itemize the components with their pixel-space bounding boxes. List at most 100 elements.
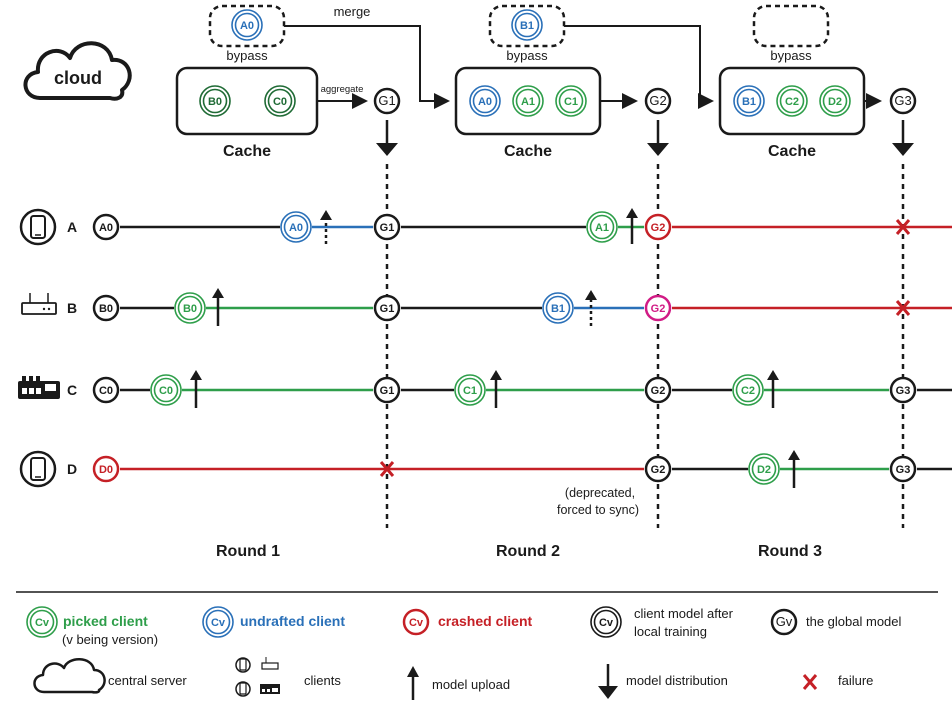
- round-label-2: Round 2: [496, 543, 560, 560]
- upload-arrows: [190, 208, 800, 488]
- bypass-label-3: bypass: [770, 48, 812, 63]
- legend-node-crashed: Cv: [402, 608, 430, 636]
- cloud-label: cloud: [54, 68, 102, 88]
- start-node-a0-label: A0: [99, 222, 113, 234]
- legend-after-training-2: local training: [634, 624, 707, 639]
- legend-node-crashed-label: Cv: [409, 617, 424, 629]
- aggregate-label: aggregate: [321, 84, 364, 95]
- d-node-g3-label: G3: [896, 464, 911, 476]
- c-node-g3: G3: [889, 376, 917, 404]
- global-node-g3-label: G3: [894, 93, 911, 108]
- cache1-node-b0: B0: [199, 85, 231, 117]
- client-label-c: C: [67, 382, 77, 398]
- c-node-g3-label: G3: [896, 385, 911, 397]
- client-label-b: B: [67, 300, 77, 316]
- start-node-c0-label: C0: [99, 385, 113, 397]
- legend-node-picked-label: Cv: [35, 617, 50, 629]
- round-boundaries: [385, 164, 905, 528]
- cache-label-1: Cache: [223, 143, 271, 160]
- d-node-d2: D2: [748, 453, 780, 485]
- distribution-arrow-icon: [598, 664, 618, 699]
- deprecated-note-line1: (deprecated,: [565, 486, 635, 500]
- cache2-node-c1: C1: [555, 85, 587, 117]
- legend-node-global: Gv: [770, 608, 798, 636]
- cache-box-1: [175, 66, 319, 136]
- cloud-icon: [33, 658, 106, 694]
- cache2-node-a1: A1: [512, 85, 544, 117]
- cache3-node-c2: C2: [776, 85, 808, 117]
- cache1-node-c0-label: C0: [273, 96, 287, 108]
- cache2-node-a0: A0: [469, 85, 501, 117]
- cache3-node-d2-label: D2: [828, 96, 842, 108]
- cache3-node-c2-label: C2: [785, 96, 799, 108]
- b-node-b0-label: B0: [183, 303, 197, 315]
- upload-arrow-icon: [407, 666, 419, 700]
- cache2-node-c1-label: C1: [564, 96, 578, 108]
- legend-model-distribution: model distribution: [626, 673, 728, 688]
- b-node-b0: B0: [174, 292, 206, 324]
- client-label-d: D: [67, 461, 77, 477]
- legend-picked: picked client: [63, 613, 148, 629]
- c-node-c2-label: C2: [741, 385, 755, 397]
- b-node-b1-label: B1: [551, 303, 565, 315]
- start-node-a0: A0: [92, 213, 120, 241]
- b-node-b1: B1: [542, 292, 574, 324]
- upload-arrows-dotted: [320, 210, 597, 326]
- bypass-node-b1-label: B1: [520, 20, 534, 32]
- legend-clients: clients: [304, 673, 341, 688]
- round-label-1: Round 1: [216, 543, 280, 560]
- a-node-a0: A0: [280, 211, 312, 243]
- c-node-c1: C1: [454, 374, 486, 406]
- merge-arrow-2: [564, 25, 714, 109]
- bypass-label-2: bypass: [506, 48, 548, 63]
- b-node-g1: G1: [373, 294, 401, 322]
- round-label-3: Round 3: [758, 543, 822, 560]
- cache-label-3: Cache: [768, 143, 816, 160]
- legend-global-model: the global model: [806, 614, 902, 629]
- start-node-b0-label: B0: [99, 303, 113, 315]
- a-node-a1-label: A1: [595, 222, 609, 234]
- start-node-d0: D0: [92, 455, 120, 483]
- c-node-c1-label: C1: [463, 385, 477, 397]
- phone-icon: [19, 450, 57, 488]
- clients-legend-icons: [235, 657, 280, 697]
- c-node-g2: G2: [644, 376, 672, 404]
- b-node-g1-label: G1: [380, 303, 395, 315]
- d-node-g2: G2: [644, 455, 672, 483]
- board-icon: [18, 376, 60, 399]
- b-node-g2: G2: [644, 294, 672, 322]
- legend-node-after-training-label: Cv: [599, 617, 614, 629]
- a-node-a0-label: A0: [289, 222, 303, 234]
- bypass-node-a0-label: A0: [240, 20, 254, 32]
- failure-marks: [379, 219, 911, 477]
- global-node-g1: G1: [373, 87, 401, 115]
- a-node-g1-label: G1: [380, 222, 395, 234]
- d-node-g2-label: G2: [651, 464, 666, 476]
- c-node-c2: C2: [732, 374, 764, 406]
- start-node-b0: B0: [92, 294, 120, 322]
- a-node-g2-label: G2: [651, 222, 666, 234]
- b-node-g2-label: G2: [651, 303, 666, 315]
- legend-node-undrafted-label: Cv: [211, 617, 226, 629]
- merge-label: merge: [334, 4, 371, 19]
- legend-undrafted: undrafted client: [240, 613, 345, 629]
- bypass-node-b1: B1: [511, 9, 543, 41]
- cache1-node-c0: C0: [264, 85, 296, 117]
- legend-node-undrafted: Cv: [202, 606, 234, 638]
- failure-icon: [802, 674, 818, 690]
- cloud-icon: [23, 41, 132, 101]
- legend-failure: failure: [838, 673, 873, 688]
- cache1-node-b0-label: B0: [208, 96, 222, 108]
- cache3-node-b1: B1: [733, 85, 765, 117]
- legend-node-after-training: Cv: [590, 606, 622, 638]
- router-icon: [21, 293, 57, 315]
- a-node-g1: G1: [373, 213, 401, 241]
- bypass-node-a0: A0: [231, 9, 263, 41]
- distribution-arrows: [376, 120, 914, 156]
- bypass-box-3: [752, 4, 830, 48]
- cache3-node-d2: D2: [819, 85, 851, 117]
- cache2-node-a1-label: A1: [521, 96, 535, 108]
- phone-icon: [19, 208, 57, 246]
